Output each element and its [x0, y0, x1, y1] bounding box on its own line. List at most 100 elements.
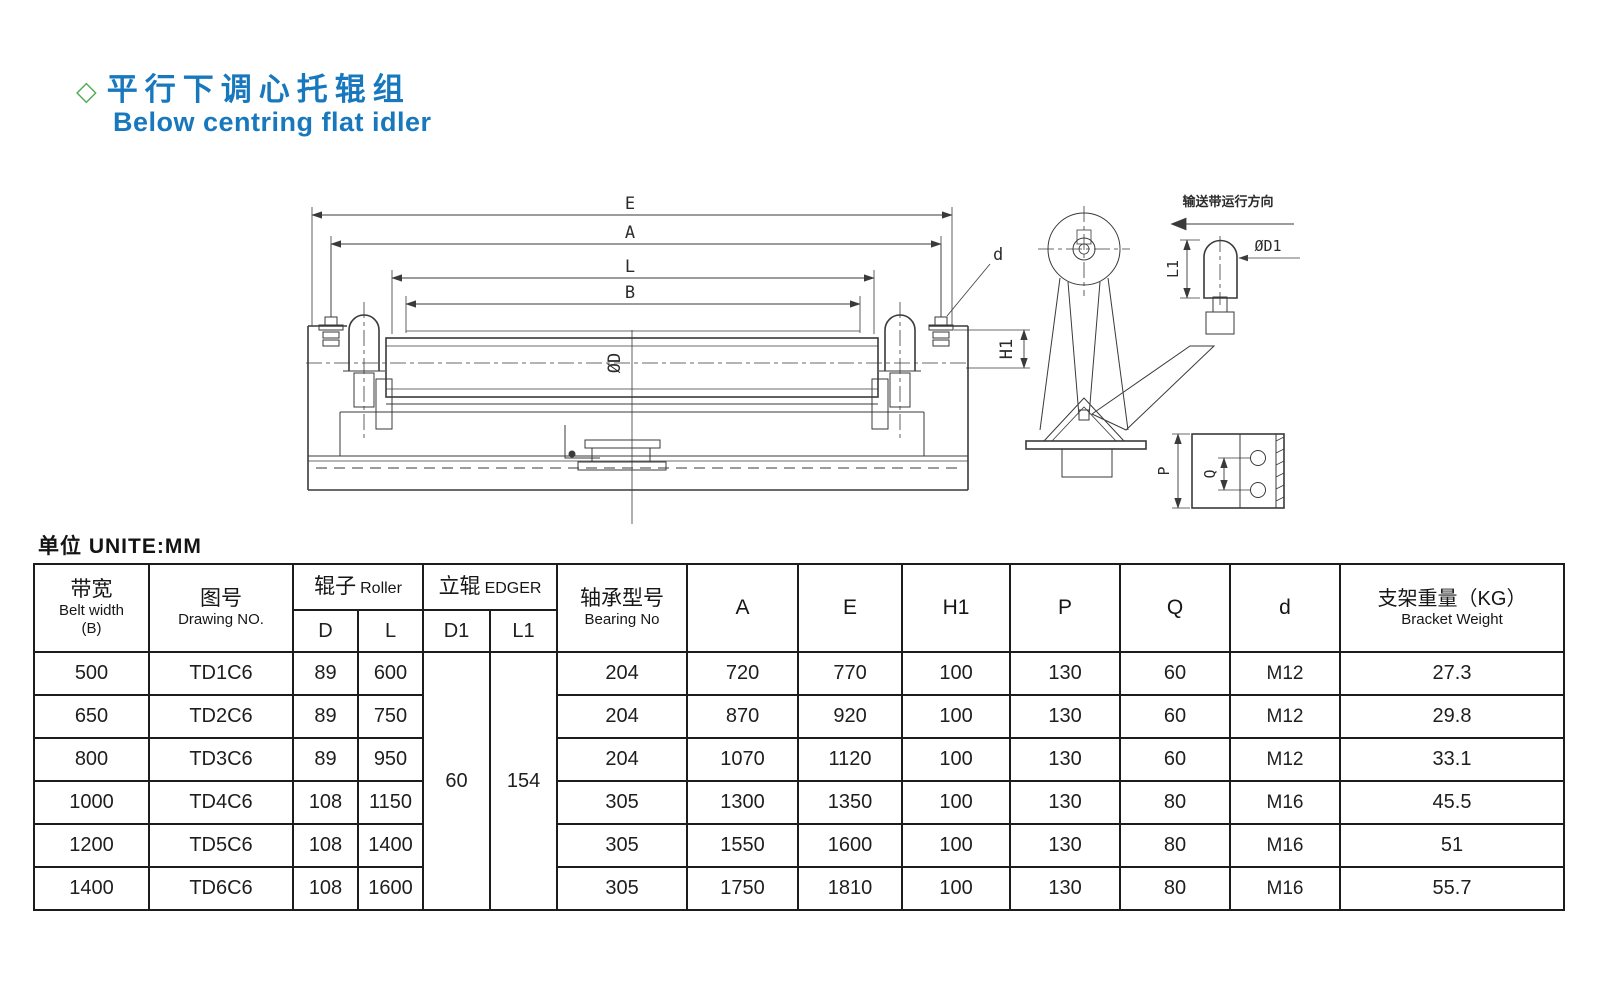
- cell-h1: 100: [901, 694, 1012, 739]
- cell-belt-width: 1200: [33, 823, 150, 868]
- dim-label-q: Q: [1201, 469, 1219, 478]
- cell-roller-d: 108: [292, 823, 359, 868]
- cell-bracket-weight: 33.1: [1339, 737, 1566, 782]
- belt-width-label-zh: 带宽: [70, 577, 113, 601]
- col-header-e: E: [797, 563, 904, 653]
- cell-e: 1810: [797, 866, 904, 911]
- dim-label-p: P: [1155, 466, 1173, 475]
- cell-bracket-weight: 55.7: [1339, 866, 1566, 911]
- belt-direction-note: 输送带运行方向: [1182, 194, 1273, 209]
- cell-roller-d: 89: [292, 737, 359, 782]
- cell-roller-l: 1400: [356, 823, 425, 868]
- cell-a: 1750: [686, 866, 800, 911]
- col-header-belt-width: 带宽 Belt width (B): [33, 563, 150, 653]
- cell-roller-l: 950: [356, 737, 425, 782]
- cell-edger-d1: 60: [422, 651, 492, 911]
- dim-label-b: B: [625, 283, 635, 303]
- cell-q: 60: [1119, 651, 1232, 696]
- cell-d: M16: [1229, 866, 1342, 911]
- bracket-plate-detail: Q P: [1155, 433, 1285, 509]
- cell-roller-d: 108: [292, 780, 359, 825]
- col-header-edger-d1: D1: [422, 609, 492, 653]
- weight-label-zh: 支架重量（KG）: [1377, 587, 1527, 610]
- col-header-roller-d: D: [292, 609, 359, 653]
- cell-h1: 100: [901, 737, 1012, 782]
- cell-roller-d: 89: [292, 694, 359, 739]
- cell-q: 80: [1119, 866, 1232, 911]
- cell-edger-l1: 154: [489, 651, 559, 911]
- cell-bearing-no: 305: [556, 866, 689, 911]
- cell-e: 1120: [797, 737, 904, 782]
- dim-label-a: A: [625, 223, 635, 243]
- cell-d: M12: [1229, 694, 1342, 739]
- cell-bearing-no: 204: [556, 694, 689, 739]
- cell-drawing-no: TD3C6: [148, 737, 294, 782]
- diamond-icon: ◇: [76, 76, 97, 106]
- cell-h1: 100: [901, 823, 1012, 868]
- cell-q: 80: [1119, 823, 1232, 868]
- cell-d: M12: [1229, 651, 1342, 696]
- col-header-drawing-no: 图号 Drawing NO.: [148, 563, 294, 653]
- roller-group-label-en: Roller: [360, 579, 402, 597]
- cell-belt-width: 800: [33, 737, 150, 782]
- col-header-q: Q: [1119, 563, 1232, 653]
- cell-roller-l: 1600: [356, 866, 425, 911]
- cell-bearing-no: 305: [556, 780, 689, 825]
- cell-belt-width: 500: [33, 651, 150, 696]
- unit-note: 单位 UNITE:MM: [38, 535, 202, 558]
- left-bolt: [318, 244, 344, 347]
- cell-p: 130: [1009, 737, 1122, 782]
- cell-h1: 100: [901, 866, 1012, 911]
- col-header-edger-l1: L1: [489, 609, 559, 653]
- cell-drawing-no: TD2C6: [148, 694, 294, 739]
- cell-roller-d: 108: [292, 866, 359, 911]
- cell-q: 80: [1119, 780, 1232, 825]
- cell-p: 130: [1009, 866, 1122, 911]
- col-header-roller-l: L: [356, 609, 425, 653]
- cell-roller-l: 1150: [356, 780, 425, 825]
- edger-group-label-zh: 立辊: [438, 574, 481, 598]
- col-header-bracket-weight: 支架重量（KG） Bracket Weight: [1339, 563, 1566, 653]
- col-header-bearing: 轴承型号 Bearing No: [556, 563, 689, 653]
- page-title-en: Below centring flat idler: [113, 107, 432, 137]
- cell-q: 60: [1119, 737, 1232, 782]
- front-view: E A L B: [306, 194, 1030, 524]
- cell-drawing-no: TD4C6: [148, 780, 294, 825]
- cell-belt-width: 1400: [33, 866, 150, 911]
- cell-e: 1600: [797, 823, 904, 868]
- cell-d: M12: [1229, 737, 1342, 782]
- right-bolt: [928, 244, 954, 347]
- cell-h1: 100: [901, 780, 1012, 825]
- col-header-a: A: [686, 563, 800, 653]
- roller-group-label-zh: 辊子: [314, 574, 357, 598]
- cell-drawing-no: TD5C6: [148, 823, 294, 868]
- dim-label-e: E: [625, 194, 635, 214]
- col-header-d: d: [1229, 563, 1342, 653]
- cell-p: 130: [1009, 694, 1122, 739]
- cell-bracket-weight: 51: [1339, 823, 1566, 868]
- col-header-p: P: [1009, 563, 1122, 653]
- dim-label-l: L: [625, 257, 635, 277]
- cell-drawing-no: TD6C6: [148, 866, 294, 911]
- dim-label-od: ØD: [605, 353, 625, 373]
- belt-width-label-sub: (B): [81, 620, 102, 638]
- cell-bearing-no: 204: [556, 737, 689, 782]
- cell-d: M16: [1229, 780, 1342, 825]
- side-view: 输送带运行方向: [1025, 194, 1300, 478]
- cell-belt-width: 650: [33, 694, 150, 739]
- cell-a: 870: [686, 694, 800, 739]
- cell-bracket-weight: 29.8: [1339, 694, 1566, 739]
- cell-a: 1300: [686, 780, 800, 825]
- weight-label-en: Bracket Weight: [1401, 610, 1503, 628]
- page-title: ◇ 平行下调心托辊组 Below centring flat idler: [76, 74, 432, 136]
- cell-drawing-no: TD1C6: [148, 651, 294, 696]
